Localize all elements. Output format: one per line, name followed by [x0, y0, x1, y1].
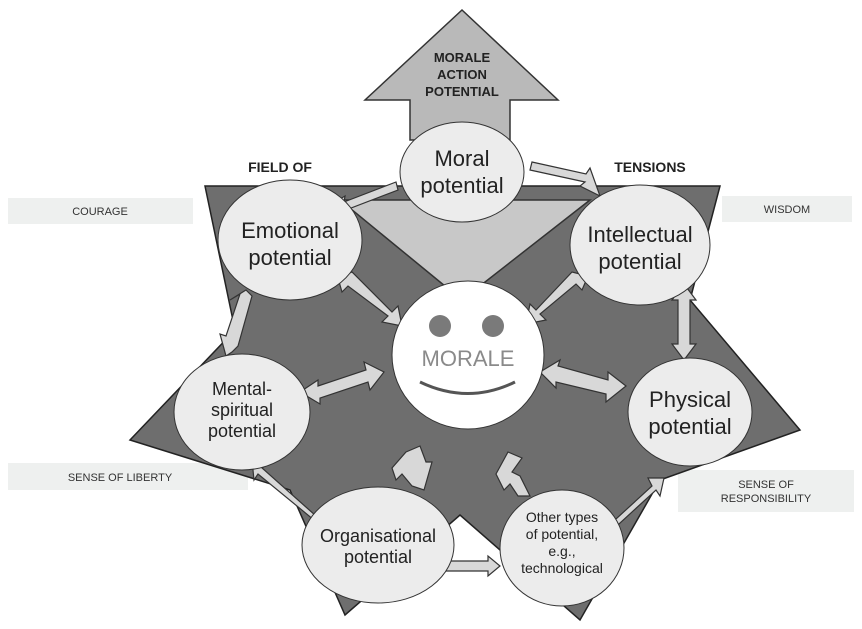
moral-line-2: potential	[420, 173, 503, 198]
node-physical	[627, 357, 753, 467]
responsibility-label-line-2: RESPONSIBILITY	[721, 493, 812, 505]
courage-label-box	[8, 198, 193, 224]
node-other	[499, 489, 625, 607]
arrow-emotional-morale	[337, 271, 403, 327]
arrow-emotional-mental	[219, 289, 253, 357]
mental-line-2: spiritual	[211, 400, 273, 420]
intellectual-line-1: Intellectual	[587, 222, 692, 247]
top-arrow-line-2: ACTION	[437, 67, 487, 82]
organisational-line-1: Organisational	[320, 526, 436, 546]
other-line-4: technological	[521, 560, 603, 576]
emotional-line-2: potential	[248, 245, 331, 270]
liberty-label-box	[8, 463, 248, 490]
arrow-moral-intellectual	[529, 161, 602, 198]
moral-line-1: Moral	[434, 146, 489, 171]
node-mental	[173, 353, 311, 471]
organisational-line-2: potential	[344, 547, 412, 567]
emotional-line-1: Emotional	[241, 218, 339, 243]
arrow-mental-morale	[298, 360, 385, 406]
node-intellectual	[569, 184, 711, 306]
liberty-label: SENSE OF LIBERTY	[68, 472, 173, 484]
field-label-left: FIELD OF	[248, 159, 312, 175]
responsibility-label-line-1: SENSE OF	[738, 479, 794, 491]
node-moral	[399, 121, 525, 223]
other-line-1: Other types	[526, 509, 598, 525]
node-emotional	[217, 179, 363, 301]
physical-line-1: Physical	[649, 387, 731, 412]
mental-line-3: potential	[208, 421, 276, 441]
labels: MORALE ACTION POTENTIAL FIELD OF TENSION…	[68, 50, 812, 576]
smiley-mouth	[419, 380, 516, 395]
wisdom-label-box	[722, 196, 852, 222]
smiley-right-eye	[482, 315, 504, 337]
node-morale-center	[391, 280, 545, 430]
arrow-organisational-morale	[391, 445, 433, 491]
field-label-right: TENSIONS	[614, 159, 686, 175]
node-organisational	[301, 486, 455, 604]
intellectual-line-2: potential	[598, 249, 681, 274]
other-line-3: e.g.,	[548, 543, 575, 559]
courage-label: COURAGE	[72, 206, 128, 218]
responsibility-label-box	[678, 470, 854, 512]
nodes	[173, 121, 753, 607]
arrow-other-morale	[495, 451, 531, 497]
wisdom-label: WISDOM	[764, 204, 810, 216]
mental-line-1: Mental-	[212, 379, 272, 399]
other-line-2: of potential,	[526, 526, 598, 542]
smiley-left-eye	[429, 315, 451, 337]
top-arrow-line-1: MORALE	[434, 50, 491, 65]
morale-center-label: MORALE	[422, 346, 515, 371]
top-arrow-line-3: POTENTIAL	[425, 84, 499, 99]
physical-line-2: potential	[648, 414, 731, 439]
